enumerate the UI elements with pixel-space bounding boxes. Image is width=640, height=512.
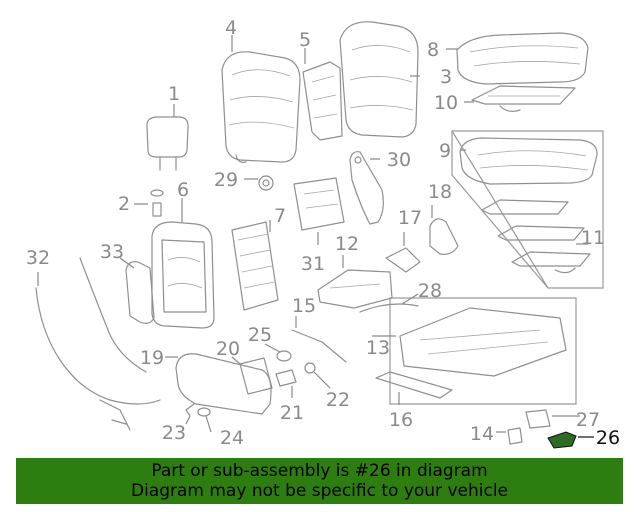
callout-12: 12 xyxy=(335,233,359,255)
group-frame-13 xyxy=(389,297,577,405)
callout-10: 10 xyxy=(434,92,458,114)
callout-14: 14 xyxy=(470,423,494,445)
part-24-cap xyxy=(197,407,211,417)
info-banner: Part or sub-assembly is #26 in diagram D… xyxy=(16,458,623,504)
part-1-headrest xyxy=(146,116,189,171)
part-18-trim-cover xyxy=(429,218,459,255)
part-2-guides xyxy=(150,189,164,217)
part-28-wire xyxy=(359,303,419,313)
part-4-back-cover xyxy=(221,51,301,163)
callout-27: 27 xyxy=(576,409,600,431)
part-3-back-trim xyxy=(339,21,419,138)
callout-23: 23 xyxy=(162,422,186,444)
part-12-cushion-frame xyxy=(317,269,393,309)
callout-26: 26 xyxy=(596,427,620,449)
group-frame-9-11 xyxy=(450,130,604,289)
callout-7: 7 xyxy=(274,205,286,227)
part-15-rod xyxy=(291,329,347,363)
callout-1: 1 xyxy=(168,83,180,105)
part-9-cushion-trim xyxy=(459,137,598,185)
callout-18: 18 xyxy=(428,181,452,203)
callout-33: 33 xyxy=(100,241,124,263)
part-30-bracket xyxy=(349,151,384,225)
part-27-bracket xyxy=(525,409,551,429)
part-21-switch xyxy=(275,369,297,387)
callout-6: 6 xyxy=(177,179,189,201)
callout-9: 9 xyxy=(439,140,451,162)
part-6-back-frame xyxy=(151,221,215,329)
part-5-back-panel xyxy=(302,61,343,141)
callout-3: 3 xyxy=(440,66,452,88)
part-11-sensor-mats xyxy=(481,199,591,274)
callout-25: 25 xyxy=(248,324,272,346)
leader-lines xyxy=(37,35,588,433)
part-7-lumbar-mat xyxy=(231,221,279,311)
part-13-seat-adjuster xyxy=(399,307,567,377)
part-22-clip xyxy=(304,362,316,374)
callout-13: 13 xyxy=(366,337,390,359)
part-8-cushion-pad xyxy=(456,32,589,85)
callout-20: 20 xyxy=(216,338,240,360)
callout-11: 11 xyxy=(581,227,605,249)
banner-line-2: Diagram may not be specific to your vehi… xyxy=(130,481,508,501)
part-29-recliner-clip xyxy=(258,175,274,191)
callout-30: 30 xyxy=(387,149,411,171)
callout-24: 24 xyxy=(220,427,244,449)
part-10-heater-mat xyxy=(471,85,576,112)
callout-4: 4 xyxy=(225,17,237,39)
callout-19: 19 xyxy=(140,347,164,369)
part-19-side-shield xyxy=(175,353,272,415)
seat-parts-diagram: 1 2 3 4 5 6 7 8 9 10 11 12 13 14 15 16 1… xyxy=(26,17,620,449)
callout-5: 5 xyxy=(299,29,311,51)
callout-28: 28 xyxy=(418,280,442,302)
part-31-lumbar-module xyxy=(293,177,345,231)
callout-17: 17 xyxy=(398,207,422,229)
part-25-knob xyxy=(276,350,292,362)
callout-2: 2 xyxy=(118,193,130,215)
banner-line-1: Part or sub-assembly is #26 in diagram xyxy=(151,461,488,481)
callout-16: 16 xyxy=(389,409,413,431)
callout-22: 22 xyxy=(326,389,350,411)
part-26-highlighted-part xyxy=(547,431,577,449)
part-33-pad xyxy=(125,261,155,324)
part-17-bracket xyxy=(385,247,421,273)
callout-21: 21 xyxy=(280,402,304,424)
part-20-panel xyxy=(239,357,273,395)
callout-8: 8 xyxy=(427,39,439,61)
part-14-clip xyxy=(507,427,523,445)
callout-15: 15 xyxy=(292,295,316,317)
part-16-rail-cover xyxy=(375,371,453,399)
callout-32: 32 xyxy=(26,247,50,269)
callout-29: 29 xyxy=(214,169,238,191)
callout-31: 31 xyxy=(301,253,325,275)
part-23-screw xyxy=(185,403,195,417)
part-32-wire-harness xyxy=(35,257,161,431)
